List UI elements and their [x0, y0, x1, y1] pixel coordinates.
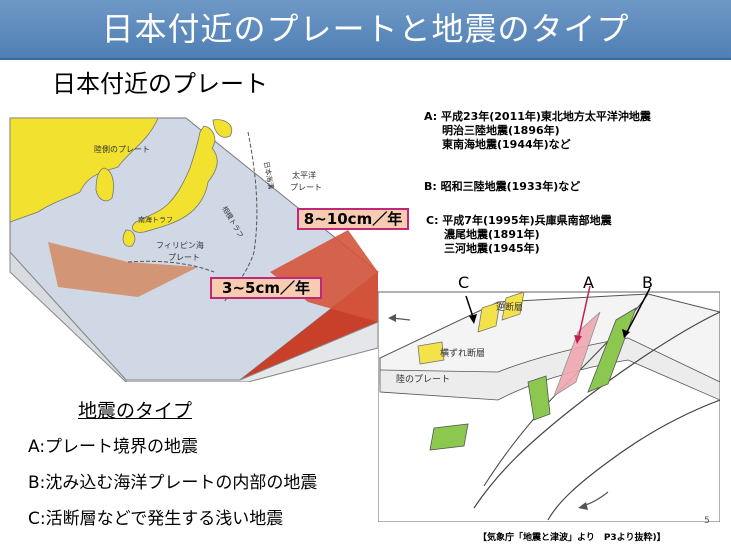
diagram-label-land-plate: 陸のプレート: [396, 373, 450, 385]
label-pacific-plate-2: プレート: [290, 183, 322, 192]
title-bar: [0, 0, 731, 60]
types-heading: 地震のタイプ: [78, 400, 193, 422]
subducting-slab: [473, 311, 720, 509]
fault-plane-c-1: [477, 301, 501, 333]
plate-slab: [270, 230, 378, 322]
diagram-label-a: A: [583, 273, 594, 292]
type-b: B:沈み込む海洋プレートの内部の地震: [28, 473, 318, 493]
legend-a-line-2: 明治三陸地震(1896年): [442, 124, 560, 137]
philippine-slab: [48, 242, 198, 297]
legend-c-line-3: 三河地震(1945年): [444, 242, 540, 255]
diagram-label-strike-slip: 横ずれ断層: [440, 347, 485, 359]
fault-plane-b: [587, 307, 637, 393]
slide-title: 日本付近のプレートと地震のタイプ: [101, 10, 630, 48]
type-c: C:活断層などで発生する浅い地震: [28, 509, 284, 529]
label-philippine-plate-2: プレート: [168, 253, 200, 262]
arrow-to-b: [625, 287, 651, 335]
source-citation: 【気象庁「地震と津波」より P3より抜粋)】: [478, 533, 666, 543]
fault-type-diagram: C A B 逆断層 横ずれ断層 陸のプレート: [378, 273, 720, 522]
slide-subtitle: 日本付近のプレート: [52, 70, 268, 98]
kyushu-island: [122, 229, 136, 247]
legend-b-line-1: B: 昭和三陸地震(1933年)など: [424, 180, 581, 193]
label-nankai-trough: 南海トラフ: [138, 215, 173, 224]
legend-c-line-1: C: 平成7年(1995年)兵庫県南部地震: [426, 214, 612, 227]
fault-plane-c-2: [501, 291, 525, 321]
label-philippine-plate: フィリピン海: [156, 240, 204, 250]
plate-map-illustration: 陸側のプレート 太平洋 プレート フィリピン海 プレート 日本海溝 南海トラフ …: [9, 117, 379, 382]
subducting-slab-lower: [547, 399, 720, 521]
map-left-side: [9, 250, 127, 382]
legend-c-line-2: 濃尾地震(1891年): [444, 228, 540, 241]
korea-peninsula: [95, 167, 114, 202]
legend-a-line-1: A: 平成23年(2011年)東北地方太平洋沖地震: [424, 110, 651, 123]
diagram-label-c: C: [458, 273, 469, 292]
nankai-trough-line: [127, 260, 215, 273]
arrow-to-a: [577, 285, 591, 341]
diagram-label-b: B: [642, 273, 653, 292]
land-plate-band: [379, 337, 720, 401]
continent-landmass: [9, 117, 159, 223]
label-pacific-plate: 太平洋: [292, 170, 316, 180]
legend-group-a: A: 平成23年(2011年)東北地方太平洋沖地震 明治三陸地震(1896年) …: [424, 110, 651, 152]
fault-plane-lower-1: [527, 375, 551, 421]
legend-group-c: C: 平成7年(1995年)兵庫県南部地震 濃尾地震(1891年) 三河地震(1…: [426, 214, 612, 256]
fault-plane-a: [553, 311, 601, 397]
diagram-label-reverse-fault: 逆断層: [496, 301, 523, 313]
type-a: A:プレート境界の地震: [28, 437, 199, 457]
page-number: 5: [704, 516, 710, 526]
rate-tag-philippine: 3~5cm／年: [210, 277, 322, 299]
legend-group-b: B: 昭和三陸地震(1933年)など: [424, 180, 580, 194]
fault-plane-lower-2: [429, 423, 469, 451]
legend-a-line-3: 東南海地震(1944年)など: [442, 138, 571, 151]
rate-tag-pacific: 8~10cm／年: [297, 208, 409, 230]
hokkaido-island: [212, 119, 233, 138]
label-continental-plate: 陸側のプレート: [94, 144, 150, 154]
japan-islands: [131, 125, 218, 233]
fault-plane-c-3: [417, 341, 445, 365]
